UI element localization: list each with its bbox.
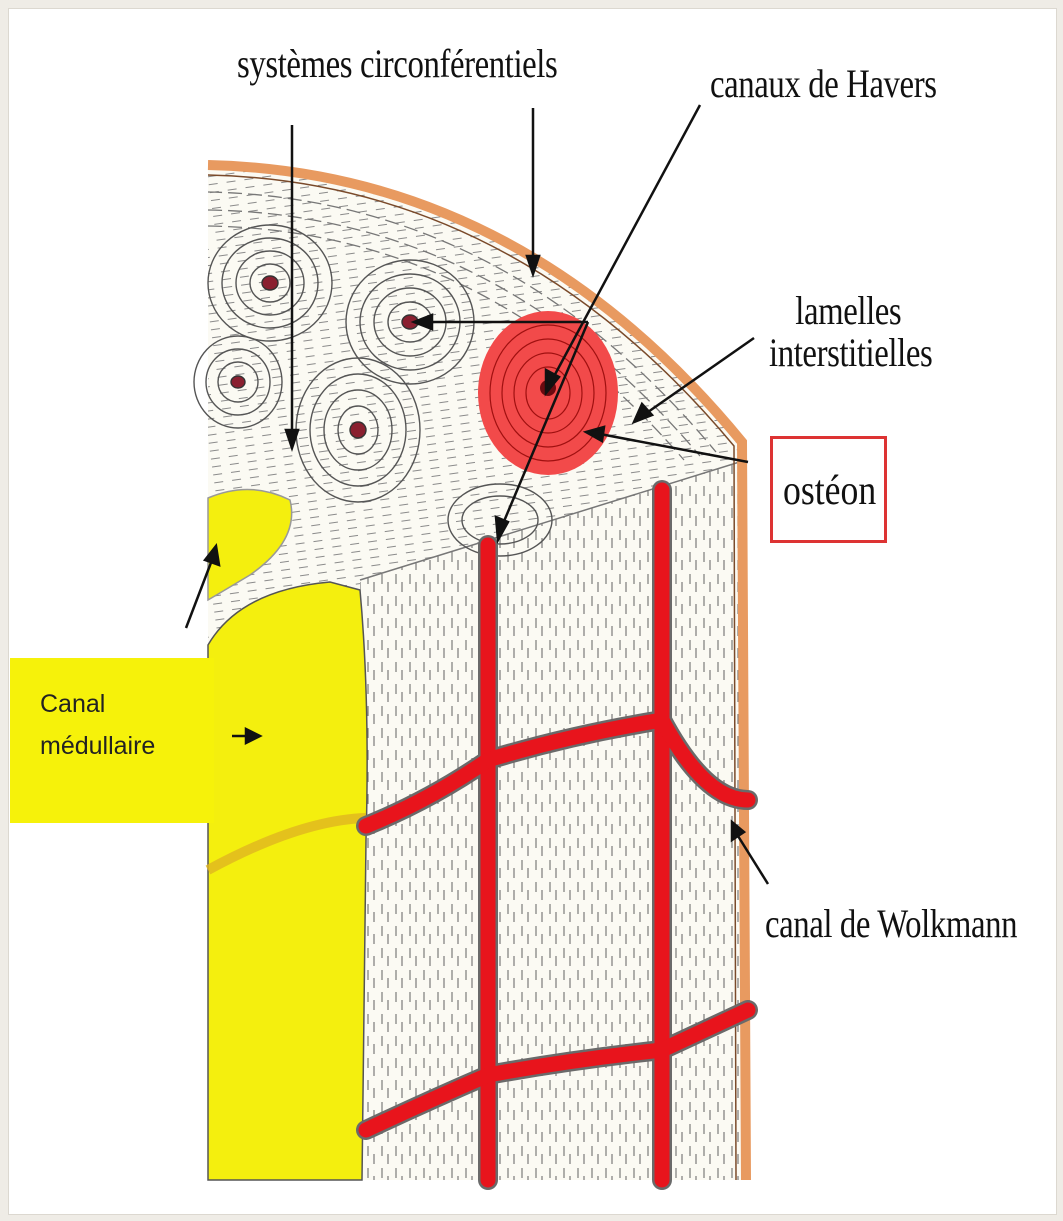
label-wolkmann: canal de Wolkmann: [765, 900, 1017, 947]
label-circumferential: systèmes circonférentiels: [237, 40, 557, 87]
label-interstitial-line2: interstitielles: [769, 332, 932, 374]
osteon-red: [478, 311, 618, 475]
label-interstitial-line1: lamelles: [792, 290, 932, 332]
label-osteon: ostéon: [783, 467, 876, 515]
medullary-canal: [208, 582, 367, 1180]
label-havers: canaux de Havers: [710, 60, 937, 107]
label-medullary-line1: Canal: [40, 690, 105, 719]
medullary-label-box: Canal médullaire: [10, 658, 214, 823]
label-interstitial: lamelles interstitielles: [792, 290, 932, 374]
label-medullary-line2: médullaire: [40, 732, 155, 761]
osteon-label-box: ostéon: [770, 436, 887, 543]
